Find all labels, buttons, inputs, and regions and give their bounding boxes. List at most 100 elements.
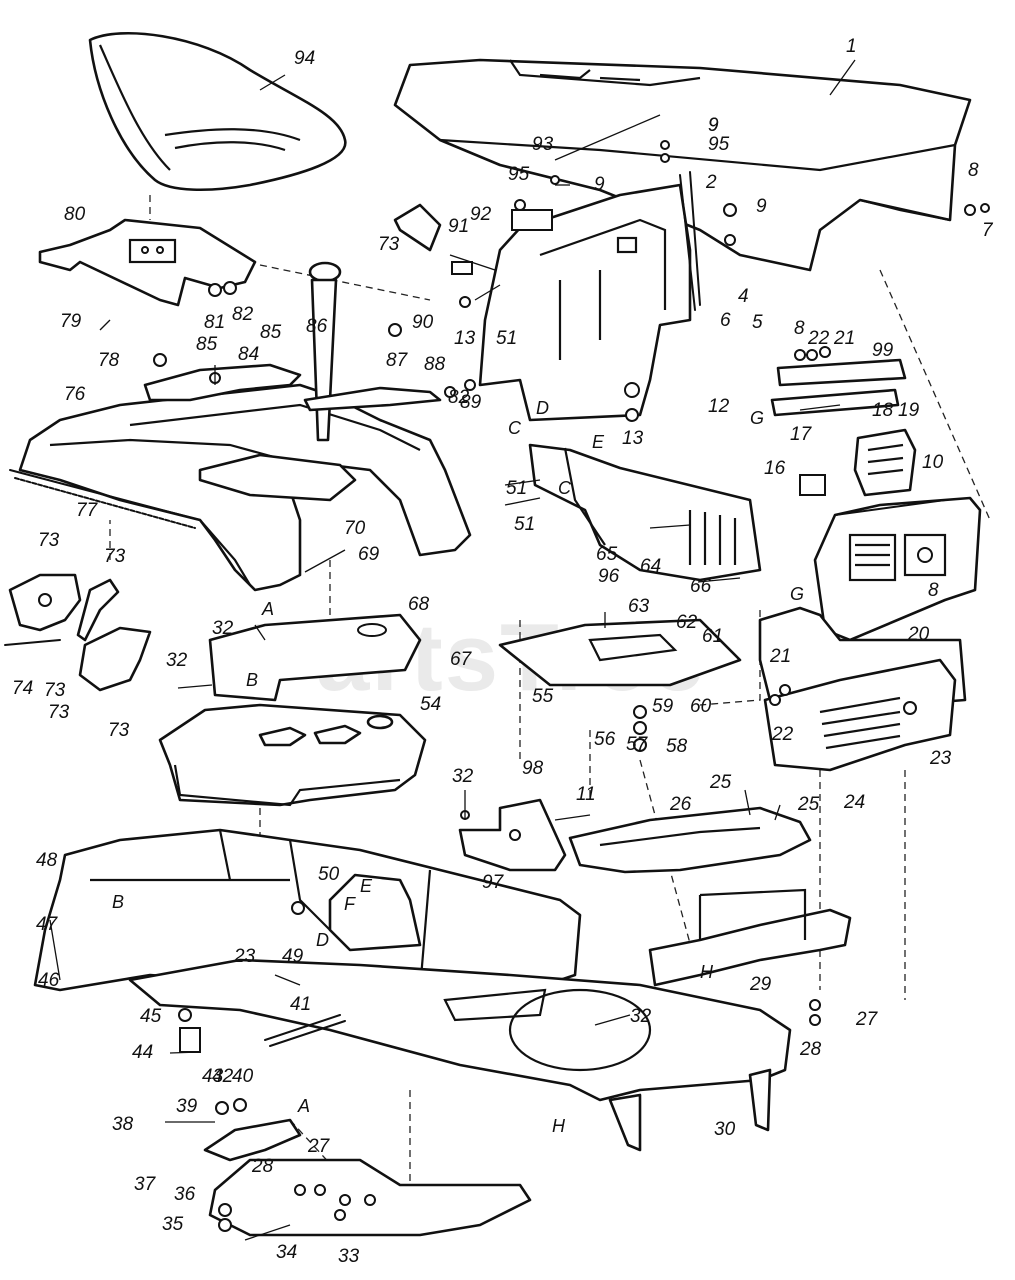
part-label: 32: [166, 650, 188, 671]
part-label: 19: [898, 400, 920, 421]
fuel-tank: [158, 703, 427, 807]
part-label: 65: [596, 544, 618, 565]
part-label: 9: [756, 196, 767, 217]
ref-letter: D: [536, 398, 549, 418]
part-label: 45: [140, 1006, 162, 1027]
part-label: 17: [790, 424, 813, 445]
ref-letter: A: [297, 1096, 310, 1116]
part-label: 99: [872, 340, 894, 361]
part-label: 76: [64, 384, 86, 405]
part-label: 47: [36, 914, 59, 935]
part-labels: 1 2 4 5 6 7 8 8 8 9 9 9 9 10 11 12 13 13…: [12, 36, 994, 1267]
part-label: 22: [771, 724, 794, 745]
part-label: 90: [412, 312, 434, 333]
part-label: 58: [666, 736, 688, 757]
part-label: 51: [496, 328, 517, 349]
part-label: 85: [196, 334, 218, 355]
part-label: 98: [522, 758, 544, 779]
part-label: 24: [843, 792, 865, 813]
ref-letter: C: [558, 478, 572, 498]
control-levers: [4, 203, 442, 692]
part-label: 11: [576, 784, 596, 805]
part-label: 95: [508, 164, 530, 185]
part-label: 32: [452, 766, 474, 787]
part-label: 29: [749, 974, 772, 995]
ref-letter: A: [261, 599, 274, 619]
part-label: 79: [60, 311, 82, 332]
part-label: 44: [132, 1042, 153, 1063]
part-label: 96: [598, 566, 620, 587]
part-label: 27: [855, 1009, 879, 1030]
part-label: 69: [358, 544, 380, 565]
lower-grille: [763, 658, 957, 772]
part-label: 12: [708, 396, 730, 417]
part-label: 91: [448, 216, 469, 237]
part-label: 8: [794, 318, 805, 339]
part-label: 88: [424, 354, 446, 375]
ref-letter: E: [360, 876, 373, 896]
part-label: 43: [202, 1066, 224, 1087]
ref-letter: E: [592, 432, 605, 452]
part-label: 27: [307, 1136, 331, 1157]
part-label: 66: [690, 576, 712, 597]
part-label: 38: [112, 1114, 134, 1135]
part-label: 28: [251, 1156, 274, 1177]
part-label: 46: [38, 970, 60, 991]
part-label: 26: [669, 794, 692, 815]
fender-inner-panel: [143, 363, 357, 502]
part-label: 73: [108, 720, 130, 741]
part-label: 87: [386, 350, 409, 371]
lever: [303, 386, 442, 412]
part-label: 73: [48, 702, 70, 723]
part-label: 10: [922, 452, 944, 473]
part-label: 21: [833, 328, 855, 349]
part-label: 39: [176, 1096, 198, 1117]
part-label: 8: [968, 160, 979, 181]
ref-letter: B: [246, 670, 258, 690]
part-label: 49: [282, 946, 304, 967]
leader-lines: [49, 59, 856, 1241]
part-label: 40: [232, 1066, 254, 1087]
part-label: 48: [36, 850, 58, 871]
headlight-grille: [853, 428, 917, 497]
part-label: 9: [708, 115, 719, 136]
part-label: 73: [104, 546, 126, 567]
part-label: 73: [44, 680, 66, 701]
part-label: 13: [622, 428, 644, 449]
lower-frame: [128, 958, 792, 1152]
part-label: 63: [628, 596, 650, 617]
part-label: 2: [705, 172, 717, 193]
floor-plate: [498, 618, 742, 687]
part-label: 64: [640, 556, 661, 577]
part-label: 84: [238, 344, 259, 365]
part-label: 36: [174, 1184, 196, 1205]
part-label: 16: [764, 458, 786, 479]
part-label: 28: [799, 1039, 822, 1060]
part-label: 32: [212, 618, 234, 639]
ref-letter: C: [508, 418, 522, 438]
brace: [328, 873, 422, 952]
part-label: 6: [720, 310, 731, 331]
ref-letter: D: [316, 930, 329, 950]
part-label: 92: [470, 204, 492, 225]
footrest: [208, 1158, 532, 1237]
battery-pan: [568, 806, 812, 874]
part-label: 9: [708, 115, 719, 136]
seat-plate: [38, 218, 257, 307]
part-label: 57: [626, 734, 649, 755]
ref-letter: B: [112, 892, 124, 912]
part-label: 93: [532, 134, 554, 155]
part-label: 1: [846, 36, 857, 57]
ref-letter: G: [750, 408, 764, 428]
part-label: 95: [708, 134, 730, 155]
part-label: 97: [482, 872, 505, 893]
ref-letter: G: [790, 584, 804, 604]
part-label: 51: [514, 514, 535, 535]
front-axle-bracket: [648, 888, 852, 987]
part-label: 56: [594, 729, 616, 750]
headlight-housing: [813, 496, 982, 642]
part-label: 82: [448, 387, 470, 408]
ref-letter: F: [344, 894, 356, 914]
part-label: 34: [276, 1242, 297, 1263]
